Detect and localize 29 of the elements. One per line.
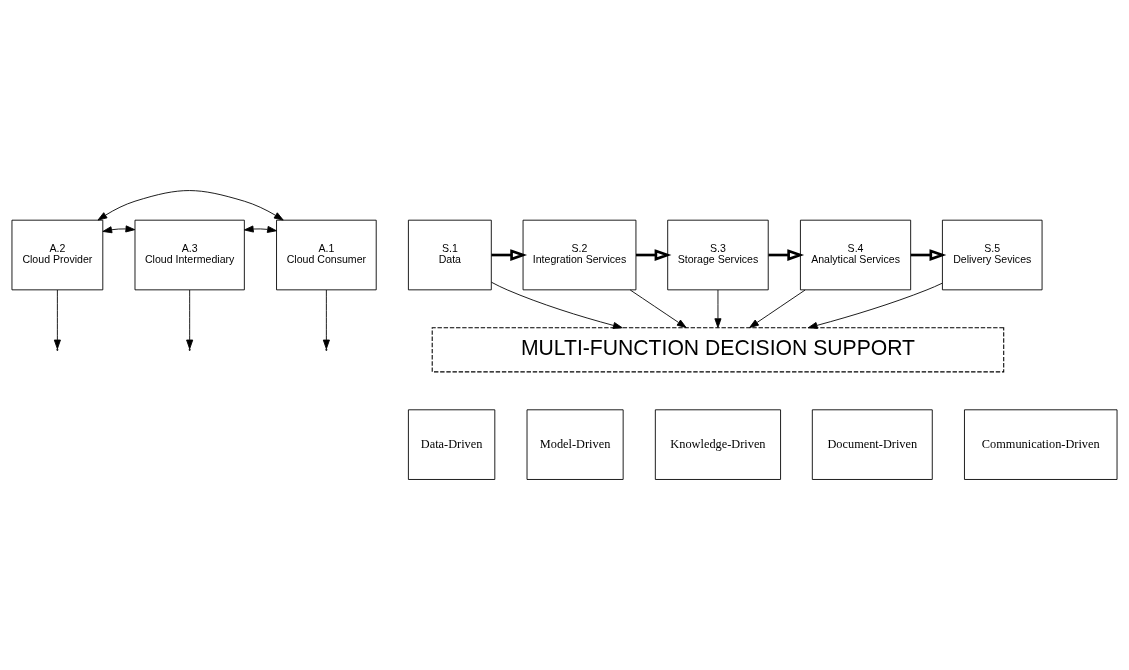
- node-box: S.2 Integration Services: [522, 219, 637, 291]
- arrow: [491, 281, 623, 329]
- arrow: [749, 289, 806, 328]
- node-box: S.3 Storage Services: [667, 219, 769, 291]
- arrow: [186, 289, 194, 350]
- arrow: [807, 282, 943, 329]
- node-box: S.4 Analytical Services: [799, 219, 912, 291]
- node-box: S.5 Delivery Sevices: [941, 219, 1043, 291]
- arrow: [629, 289, 687, 328]
- node-box: A.3 Cloud Intermediary: [134, 219, 245, 291]
- arrow: [768, 249, 805, 261]
- arrow: [491, 249, 528, 261]
- node-box: A.2 Cloud Provider: [11, 219, 104, 291]
- arrow: [910, 249, 947, 261]
- arrow: [636, 249, 672, 261]
- arrow: [53, 289, 61, 350]
- arrow: [102, 225, 136, 234]
- node-box: Communication-Driven: [964, 409, 1118, 480]
- arrow: [243, 225, 277, 233]
- arrow: [322, 289, 330, 350]
- node-box: Document-Driven: [811, 409, 933, 480]
- node-box: MULTI-FUNCTION DECISION SUPPORT: [431, 327, 1005, 373]
- arrow: [97, 190, 284, 221]
- node-box: A.1 Cloud Consumer: [276, 219, 377, 291]
- node-box: S.1 Data: [407, 219, 492, 291]
- node-box: Data-Driven: [407, 409, 496, 480]
- node-box: Knowledge-Driven: [654, 409, 782, 480]
- node-box: Model-Driven: [526, 409, 624, 480]
- arrow: [714, 289, 722, 328]
